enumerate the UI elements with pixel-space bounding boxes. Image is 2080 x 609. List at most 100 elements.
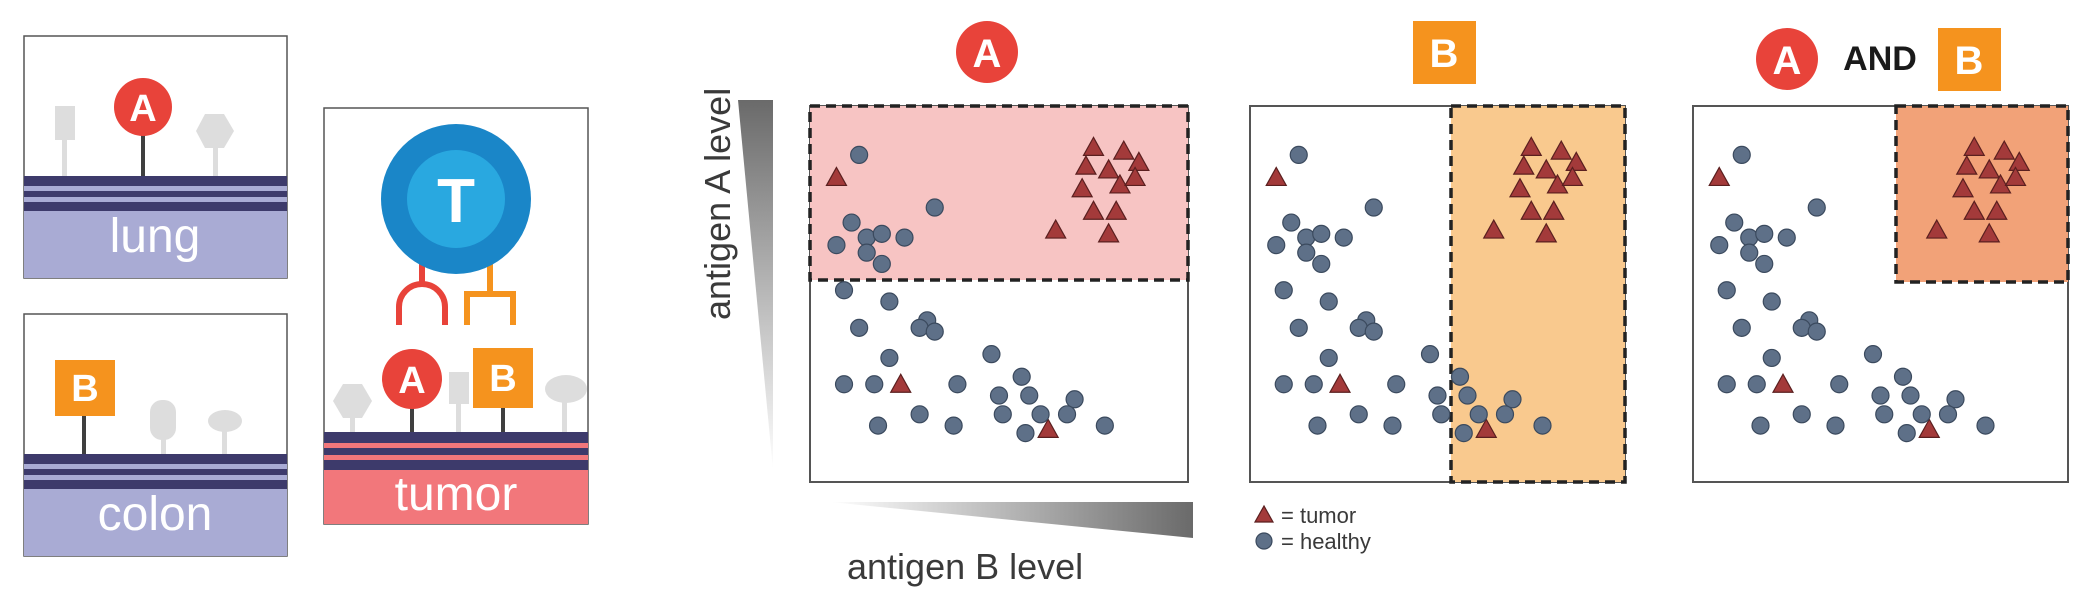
antigen-b-icon [1413,21,1476,84]
healthy-point [1807,322,1826,341]
healthy-point [1031,405,1050,424]
lung-panel: A lung [23,35,288,279]
healthy-point [1289,145,1308,164]
colon-panel: B colon [23,313,288,557]
healthy-point [925,322,944,341]
healthy-point [1308,416,1327,435]
plot-ab-markers [1708,136,2031,443]
tumor-label: tumor [395,468,518,521]
healthy-point [1065,390,1084,409]
healthy-point [1826,416,1845,435]
healthy-point [850,145,869,164]
healthy-point [1349,318,1368,337]
tumor-point [1963,200,1986,220]
legend-tumor-label: = tumor [1281,503,1356,528]
plot-ab [1692,104,2070,483]
healthy-point [1297,243,1316,262]
tumor-point [1074,154,1097,175]
healthy-point [993,405,1012,424]
plot-b-markers [1265,136,1588,443]
tumor-point [1535,222,1558,243]
gate-header-ab: A AND B [1756,28,2001,91]
healthy-point [1289,318,1308,337]
tumor-point [825,166,848,187]
healthy-point [834,375,854,394]
healthy-point [1267,236,1286,255]
antigen-b-gradient [830,502,1193,538]
tumor-point [1561,166,1584,187]
antigen-a-gradient [738,100,773,470]
healthy-point [842,213,861,232]
healthy-point [880,348,899,368]
tumor-point [1550,139,1573,160]
healthy-point [1364,198,1383,217]
healthy-point [1946,390,1965,409]
healthy-point [1792,405,1811,424]
healthy-point [865,375,884,394]
tumor-point [1127,151,1150,171]
healthy-point [1469,405,1488,424]
healthy-point [872,254,891,274]
tumor-point [1082,200,1105,220]
healthy-point [1312,254,1331,274]
healthy-point [1893,367,1913,386]
colon-label: colon [98,488,213,541]
tumor-point [1546,173,1569,194]
tumor-point [1482,218,1505,239]
gray-receptor-icon [55,106,75,140]
healthy-point [1420,345,1440,364]
tumor-point [1508,177,1532,198]
healthy-point [872,224,891,243]
healthy-point [1282,213,1301,232]
healthy-point [834,281,854,300]
tumor-point [1044,218,1067,239]
healthy-point [895,228,914,247]
healthy-point [1717,281,1736,300]
healthy-point [868,416,888,435]
y-axis-label: antigen A level [697,88,738,320]
tumor-point [1112,139,1135,160]
antigen-b-icon [55,360,115,416]
healthy-point [1057,405,1077,424]
healthy-point [1458,386,1477,405]
tumor-point [1475,418,1498,438]
tumor-point [1108,173,1131,194]
tumor-membrane [324,432,588,470]
tumor-point [1955,154,1978,175]
healthy-point [1897,424,1916,443]
healthy-point [1312,224,1331,243]
healthy-point [1863,345,1883,364]
healthy-point [880,292,899,311]
svg-text:B: B [1955,39,1984,83]
healthy-point [1755,224,1774,243]
tumor-point [1071,177,1094,198]
legend-healthy-label: = healthy [1281,529,1371,554]
healthy-point [982,345,1001,364]
healthy-point [1428,386,1447,405]
x-axis-label: antigen B level [847,546,1083,587]
tumor-tissue [324,470,588,524]
healthy-point [1274,375,1293,394]
tumor-point [889,373,912,393]
healthy-point [910,318,929,337]
gray-capsule-icon [150,400,176,440]
plot-a [808,104,1190,483]
healthy-point [1976,416,1995,435]
healthy-point [1725,213,1744,232]
healthy-point [1454,424,1473,443]
antigen-b-letter: B [71,368,98,410]
antigen-b-letter: B [489,358,516,400]
lung-label: lung [110,210,201,263]
tumor-point [1565,151,1588,171]
healthy-point [948,375,967,394]
svg-text:A: A [973,32,1002,76]
healthy-point [1349,405,1368,424]
lung-membrane [24,176,287,211]
healthy-point [1777,228,1796,247]
tumor-point [1993,139,2016,160]
healthy-point [1095,416,1114,435]
antigen-b-icon [1938,28,2001,91]
tumor-point [2008,151,2031,171]
colon-membrane [24,454,287,489]
